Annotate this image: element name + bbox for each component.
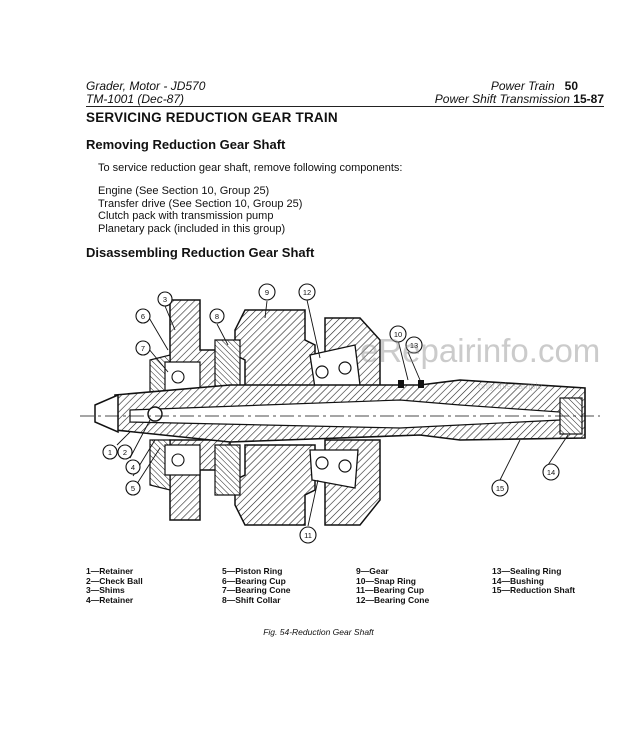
legend-item: 13—Sealing Ring — [492, 566, 562, 576]
page-title: SERVICING REDUCTION GEAR TRAIN — [86, 110, 338, 125]
check-ball — [147, 406, 163, 422]
legend-column-1: 1—Retainer 2—Check Ball 3—Shims 4—Retain… — [86, 566, 143, 605]
legend-item: 15—Reduction Shaft — [492, 585, 576, 596]
callout-8: 8 — [215, 312, 219, 321]
callout-10: 10 — [394, 330, 402, 339]
bearing-right-upper — [309, 344, 361, 389]
section-intro: To service reduction gear shaft, remove … — [98, 162, 403, 174]
callout-11: 11 — [304, 531, 312, 540]
callout-4: 4 — [131, 463, 135, 472]
callout-12: 12 — [303, 288, 311, 297]
legend-item: 3—Shims — [86, 585, 125, 596]
watermark-sub: only this sample — [478, 381, 543, 391]
legend-item: 8—Shift Collar — [222, 594, 281, 605]
legend-item: 5—Piston Ring — [222, 566, 283, 576]
callout-6: 6 — [141, 312, 145, 321]
legend-column-2: 5—Piston Ring 6—Bearing Cup 7—Bearing Co… — [222, 566, 291, 605]
list-item: Engine (See Section 10, Group 25) — [98, 185, 270, 197]
legend-item: 12—Bearing Cone — [356, 594, 430, 605]
section-heading-removing: Removing Reduction Gear Shaft — [86, 137, 286, 152]
gear-lower — [234, 444, 316, 526]
callout-5: 5 — [131, 484, 135, 493]
callout-14: 14 — [547, 468, 555, 477]
callout-3: 3 — [163, 295, 167, 304]
shift-collar-upper — [214, 339, 241, 391]
figure-caption: Fig. 54-Reduction Gear Shaft — [263, 627, 374, 637]
callout-15: 15 — [496, 484, 504, 493]
header-page-code: 15-87 — [573, 92, 604, 106]
legend-item: 9—Gear — [356, 566, 389, 576]
header-manual-code: TM-1001 (Dec-87) — [86, 92, 185, 106]
legend-item: 6—Bearing Cup — [222, 575, 286, 586]
legend-item: 10—Snap Ring — [356, 575, 416, 586]
list-item: Planetary pack (included in this group) — [98, 222, 286, 235]
section-heading-disassembling: Disassembling Reduction Gear Shaft — [86, 245, 315, 260]
legend-item: 14—Bushing — [492, 575, 544, 586]
list-item: Clutch pack with transmission pump — [98, 210, 274, 222]
legend-item: 4—Retainer — [86, 594, 134, 605]
legend-item: 11—Bearing Cup — [356, 585, 425, 596]
component-list: Engine (See Section 10, Group 25) Transf… — [98, 185, 302, 235]
callout-9: 9 — [265, 288, 269, 297]
legend-column-4: 13—Sealing Ring 14—Bushing 15—Reduction … — [492, 566, 576, 596]
header-subsection-name: Power Shift Transmission — [434, 92, 570, 106]
gear-upper — [234, 309, 316, 391]
shift-collar-lower — [214, 444, 241, 496]
legend-column-3: 9—Gear 10—Snap Ring 11—Bearing Cup 12—Be… — [356, 566, 430, 605]
legend-item: 7—Bearing Cone — [222, 585, 291, 596]
legend-item: 1—Retainer — [86, 566, 134, 576]
watermark: eRepairinfo.com — [360, 332, 601, 369]
callout-13: 13 — [410, 341, 418, 350]
header-section-name: Power Train — [490, 79, 555, 93]
header-manual-title: Grader, Motor - JD570 — [86, 79, 206, 93]
shaft-nose — [94, 393, 119, 434]
list-item: Transfer drive (See Section 10, Group 25… — [98, 197, 303, 210]
callout-7: 7 — [141, 344, 145, 353]
header-subsection: Power Shift Transmission 15-87 — [435, 92, 604, 106]
callout-1: 1 — [108, 448, 112, 457]
legend-item: 2—Check Ball — [86, 575, 143, 586]
header-section: Power Train 50 — [491, 79, 578, 93]
header-page-number: 50 — [564, 79, 578, 93]
callout-2: 2 — [123, 448, 127, 457]
header-rule — [86, 106, 604, 107]
